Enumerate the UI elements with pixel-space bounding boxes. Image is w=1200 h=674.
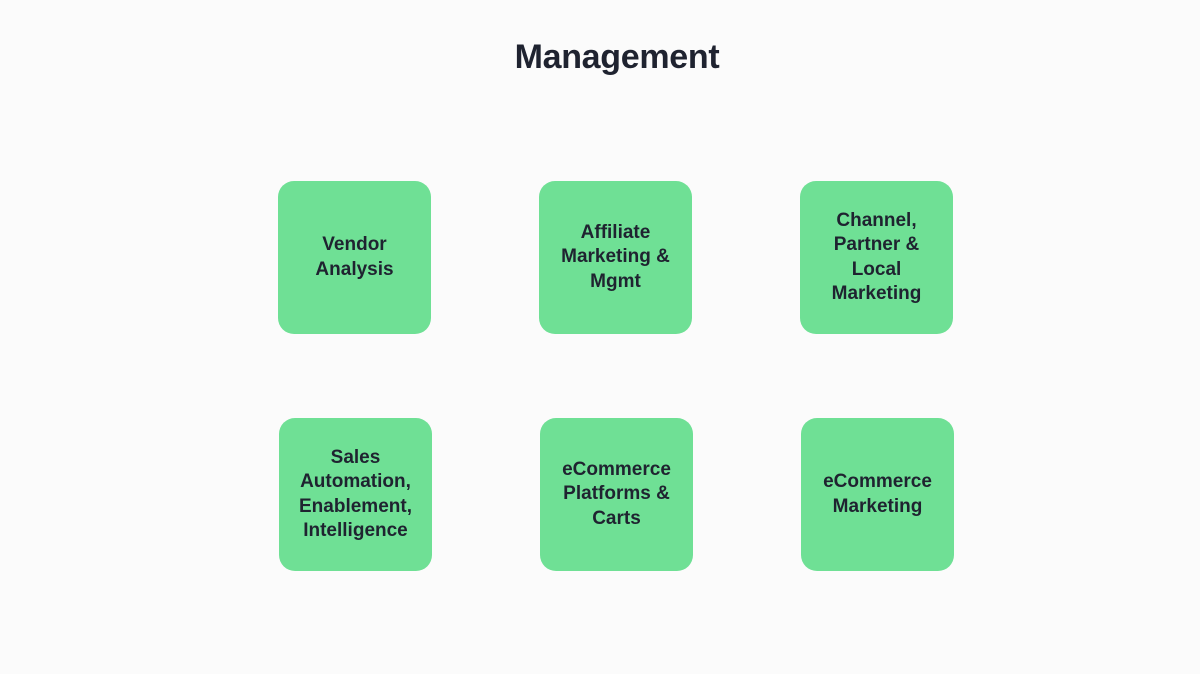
tile-label: Channel, Partner & Local Marketing (831, 209, 922, 305)
tile-affiliate-marketing[interactable]: Affiliate Marketing & Mgmt (539, 181, 692, 334)
tile-label: eCommerce Platforms & Carts (562, 458, 671, 529)
tile-label: Affiliate Marketing & Mgmt (561, 221, 670, 292)
tile-vendor-analysis[interactable]: Vendor Analysis (278, 181, 431, 334)
tile-label: Sales Automation, Enablement, Intelligen… (299, 446, 412, 542)
tile-sales-automation[interactable]: Sales Automation, Enablement, Intelligen… (279, 418, 432, 571)
tile-ecommerce-platforms[interactable]: eCommerce Platforms & Carts (540, 418, 693, 571)
tile-channel-partner-local-marketing[interactable]: Channel, Partner & Local Marketing (800, 181, 953, 334)
page-title: Management (514, 38, 720, 76)
tile-label: Vendor Analysis (315, 234, 394, 280)
tile-label: eCommerce Marketing (823, 471, 932, 517)
tile-ecommerce-marketing[interactable]: eCommerce Marketing (801, 418, 954, 571)
